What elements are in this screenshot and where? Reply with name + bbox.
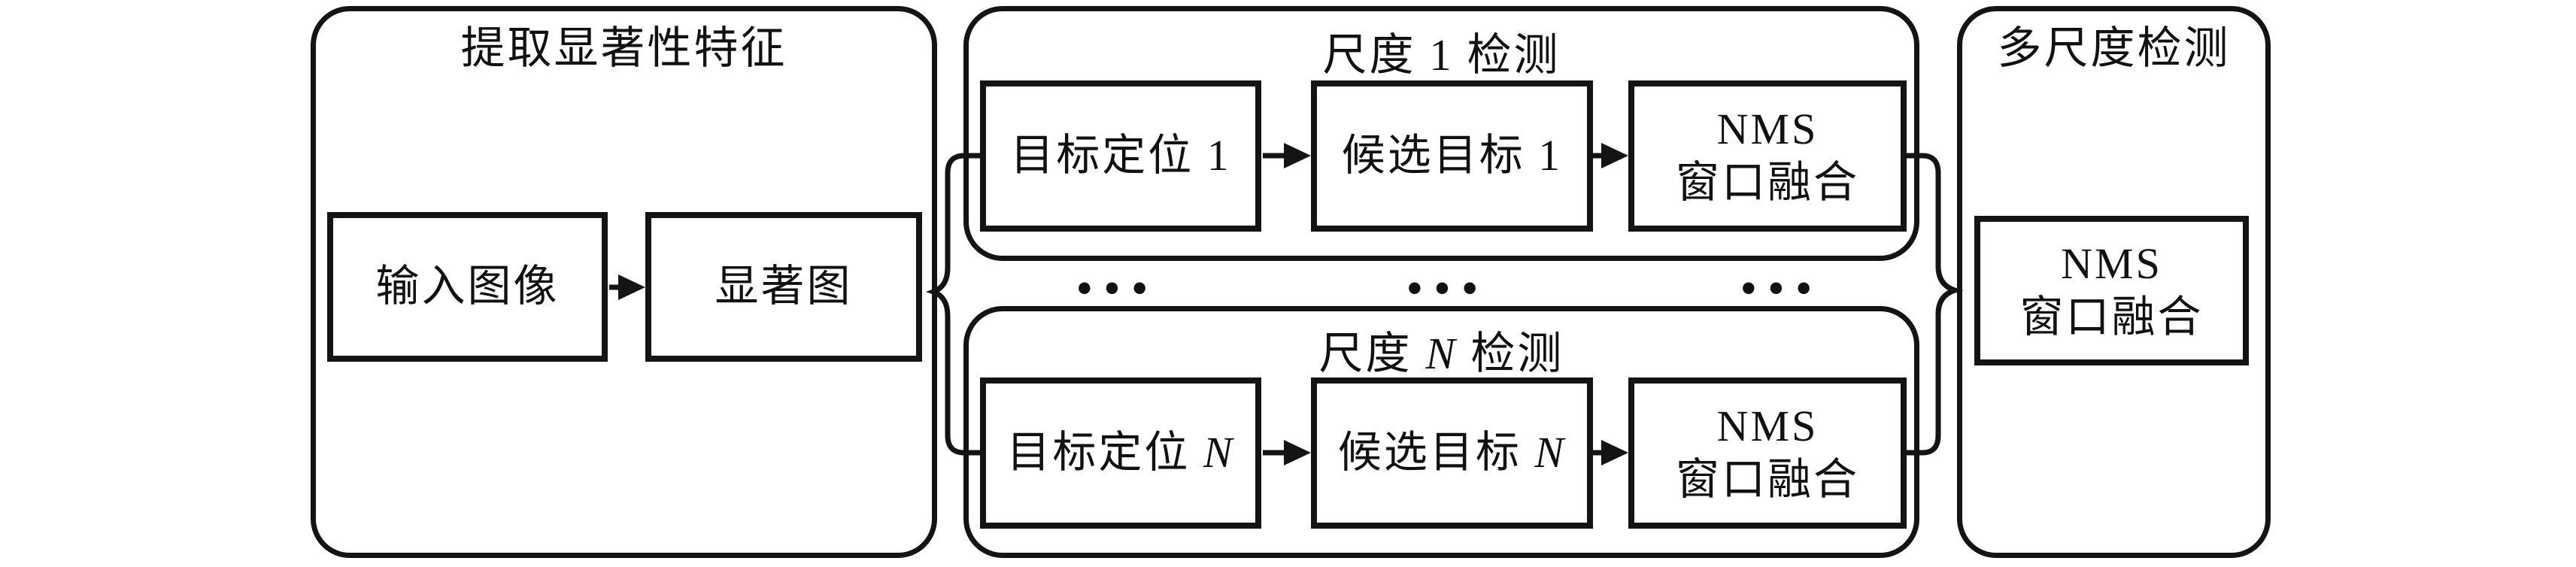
- box-candidate-target-1: 候选目标 1: [1311, 80, 1593, 232]
- box-saliency-map-label: 显著图: [715, 262, 853, 311]
- title-scale-1: 尺度 1 检测: [1322, 30, 1561, 80]
- box-target-localization-1-label: 目标定位 1: [1010, 131, 1231, 180]
- box-target-localization-n-prefix: 目标定位: [1006, 428, 1203, 478]
- box-nms-fusion-final: NMS 窗口融合: [1974, 216, 2249, 365]
- title-scale-n-prefix: 尺度: [1318, 329, 1426, 378]
- box-nms-fusion-final-line1: NMS: [2061, 238, 2162, 288]
- box-target-localization-1: 目标定位 1: [980, 80, 1261, 232]
- panel-scale-1: [963, 6, 1919, 261]
- title-multiscale: 多尺度检测: [1997, 23, 2231, 73]
- box-nms-fusion-scale-1-line2: 窗口融合: [1675, 157, 1859, 207]
- box-candidate-target-n-label: 候选目标 N: [1338, 426, 1566, 480]
- box-nms-fusion-scale-1: NMS 窗口融合: [1628, 80, 1907, 232]
- box-target-localization-n: 目标定位 N: [980, 377, 1261, 529]
- box-candidate-target-1-label: 候选目标 1: [1341, 131, 1563, 180]
- title-scale-n-variable: N: [1425, 329, 1458, 378]
- title-scale-n: 尺度 N 检测: [963, 332, 1919, 376]
- box-input-image-label: 输入图像: [375, 262, 560, 311]
- box-target-localization-n-label: 目标定位 N: [1006, 426, 1234, 480]
- box-nms-fusion-scale-1-line1: NMS: [1716, 104, 1819, 153]
- box-candidate-target-n-variable: N: [1534, 428, 1567, 478]
- title-feature-extraction: 提取显著性特征: [460, 23, 787, 73]
- box-saliency-map: 显著图: [645, 212, 922, 362]
- box-nms-fusion-scale-n-line1: NMS: [1716, 401, 1819, 450]
- box-nms-fusion-scale-n: NMS 窗口融合: [1628, 377, 1907, 529]
- box-candidate-target-n-prefix: 候选目标: [1337, 428, 1535, 478]
- box-target-localization-n-variable: N: [1203, 428, 1235, 478]
- box-input-image: 输入图像: [327, 212, 608, 362]
- box-candidate-target-n: 候选目标 N: [1311, 377, 1593, 529]
- title-scale-n-suffix: 检测: [1457, 329, 1564, 378]
- box-nms-fusion-final-line2: 窗口融合: [2019, 292, 2204, 341]
- box-nms-fusion-scale-n-line2: 窗口融合: [1675, 454, 1859, 504]
